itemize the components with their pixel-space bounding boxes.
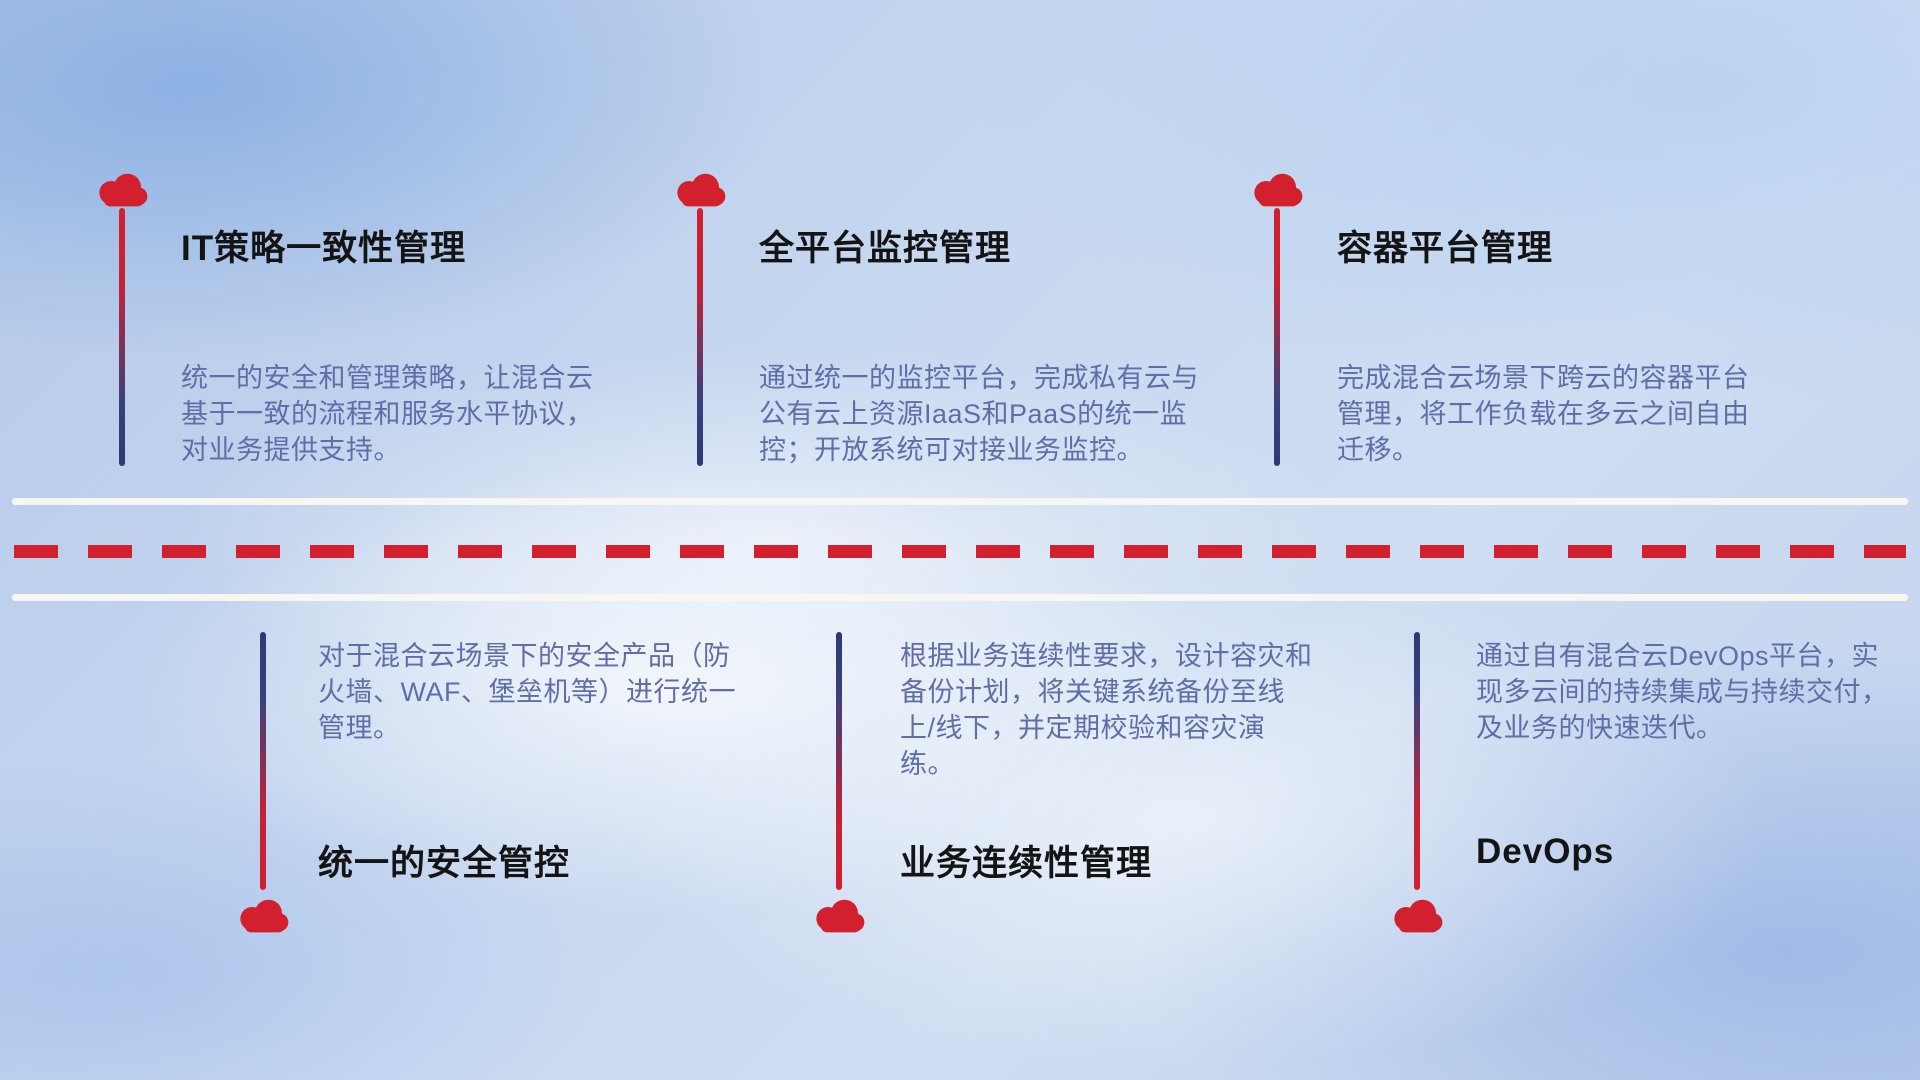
connector-line bbox=[119, 208, 125, 466]
item-description: 统一的安全和管理策略，让混合云基于一致的流程和服务水平协议，对业务提供支持。 bbox=[181, 363, 594, 465]
item-description: 根据业务连续性要求，设计容灾和备份计划，将关键系统备份至线上/线下，并定期校验和… bbox=[900, 641, 1313, 779]
item-description: 通过自有混合云DevOps平台，实现多云间的持续集成与持续交付，及业务的快速迭代… bbox=[1476, 641, 1889, 743]
connector-line bbox=[1274, 208, 1280, 466]
road-dashed-line bbox=[14, 545, 1906, 558]
cloud-icon bbox=[1394, 899, 1443, 933]
cloud-icon bbox=[816, 899, 865, 933]
connector-line bbox=[1414, 632, 1420, 890]
connector-line bbox=[836, 632, 842, 890]
cloud-icon bbox=[1254, 173, 1303, 207]
item-description: 对于混合云场景下的安全产品（防火墙、WAF、堡垒机等）进行统一管理。 bbox=[318, 641, 736, 743]
connector-line bbox=[697, 208, 703, 466]
cloud-icon bbox=[677, 173, 726, 207]
item-title: IT策略一致性管理 bbox=[181, 229, 467, 268]
cloud-shape bbox=[816, 899, 865, 933]
cloud-shape bbox=[99, 173, 148, 207]
road-line-top bbox=[12, 498, 1908, 505]
cloud-shape bbox=[1394, 899, 1443, 933]
cloud-icon bbox=[99, 173, 148, 207]
item-title: 统一的安全管控 bbox=[318, 844, 571, 883]
connector-line bbox=[260, 632, 266, 890]
item-title: 业务连续性管理 bbox=[900, 844, 1153, 883]
item-title: 容器平台管理 bbox=[1337, 229, 1554, 268]
item-title: DevOps bbox=[1476, 832, 1615, 871]
item-description: 通过统一的监控平台，完成私有云与公有云上资源IaaS和PaaS的统一监控；开放系… bbox=[759, 363, 1199, 465]
cloud-shape bbox=[240, 899, 289, 933]
item-title: 全平台监控管理 bbox=[759, 229, 1012, 268]
cloud-icon bbox=[240, 899, 289, 933]
cloud-shape bbox=[1254, 173, 1303, 207]
road-line-bottom bbox=[12, 594, 1908, 601]
item-description: 完成混合云场景下跨云的容器平台管理，将工作负载在多云之间自由迁移。 bbox=[1337, 363, 1750, 465]
cloud-shape bbox=[677, 173, 726, 207]
